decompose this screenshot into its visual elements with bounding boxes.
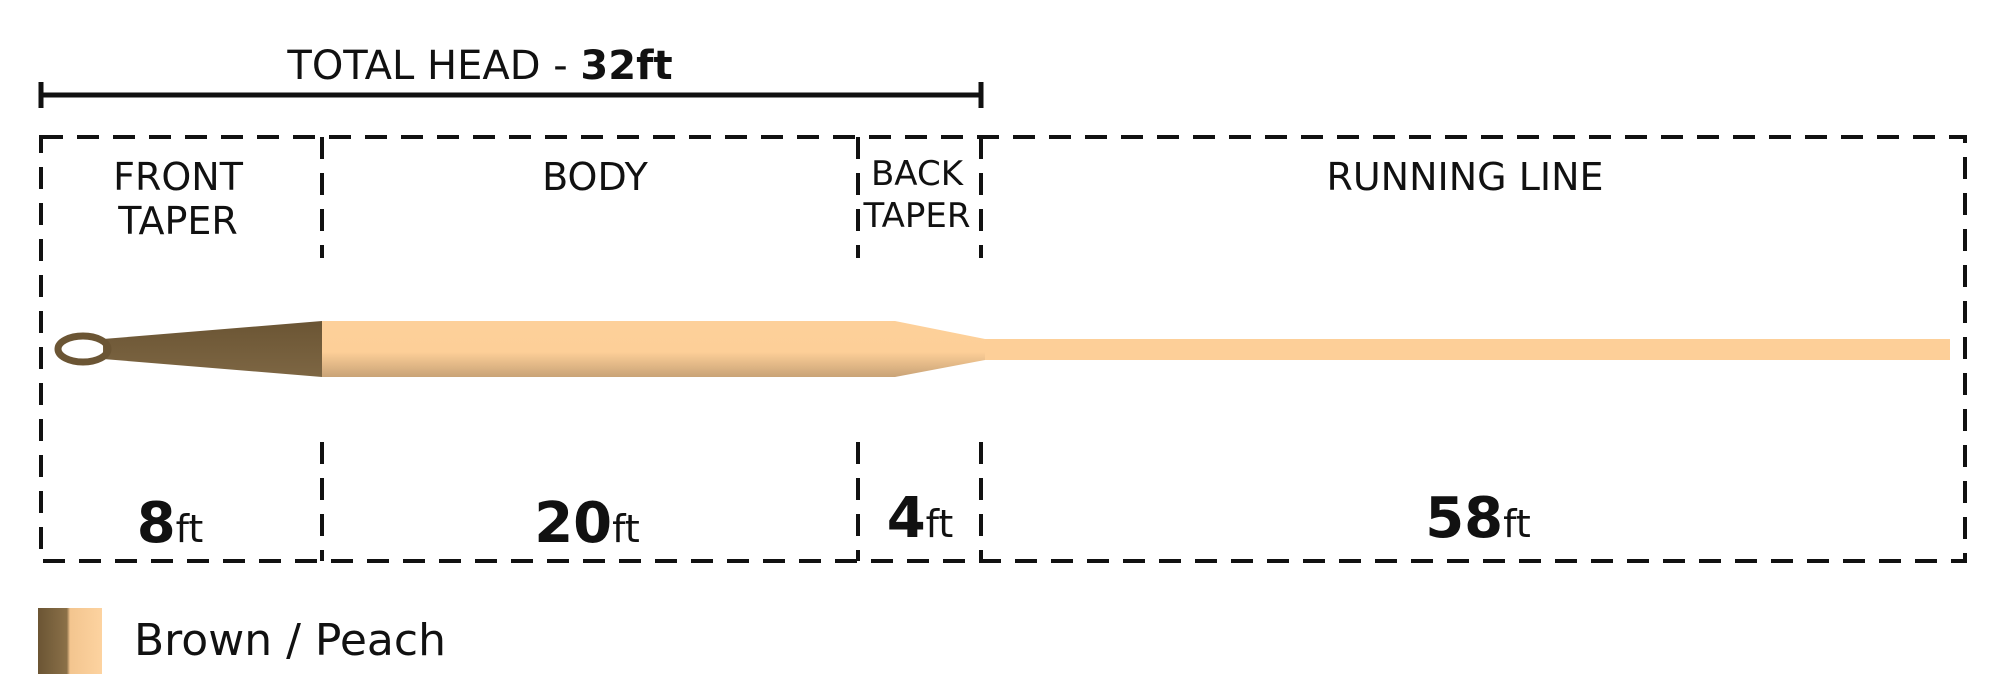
- section-label-running-line: RUNNING LINE: [1326, 155, 1603, 199]
- running-line-segment: [985, 339, 1950, 360]
- section-length-front-taper: 8ft: [137, 491, 204, 556]
- section-length-running-line: 58ft: [1425, 486, 1531, 551]
- section-label-body: BODY: [542, 155, 648, 199]
- loop-icon: [54, 332, 112, 366]
- legend-label: Brown / Peach: [134, 615, 446, 666]
- section-box-outline: [39, 135, 1967, 563]
- section-label-back-taper-line2: TAPER: [863, 196, 971, 236]
- front-taper-segment: [103, 321, 322, 377]
- section-length-back-taper: 4ft: [887, 486, 954, 551]
- fly-line-profile: [54, 321, 1950, 377]
- section-label-back-taper-line1: BACK: [871, 154, 965, 194]
- section-label-front-taper-line2: TAPER: [117, 199, 238, 243]
- total-head-bracket: [38, 82, 984, 108]
- section-length-body: 20ft: [534, 491, 640, 556]
- section-dividers: [320, 137, 983, 561]
- body-segment: [322, 321, 985, 377]
- color-swatch-icon: [38, 608, 102, 674]
- section-label-front-taper-line1: FRONT: [113, 155, 244, 199]
- total-head-label: TOTAL HEAD - 32ft: [286, 43, 672, 89]
